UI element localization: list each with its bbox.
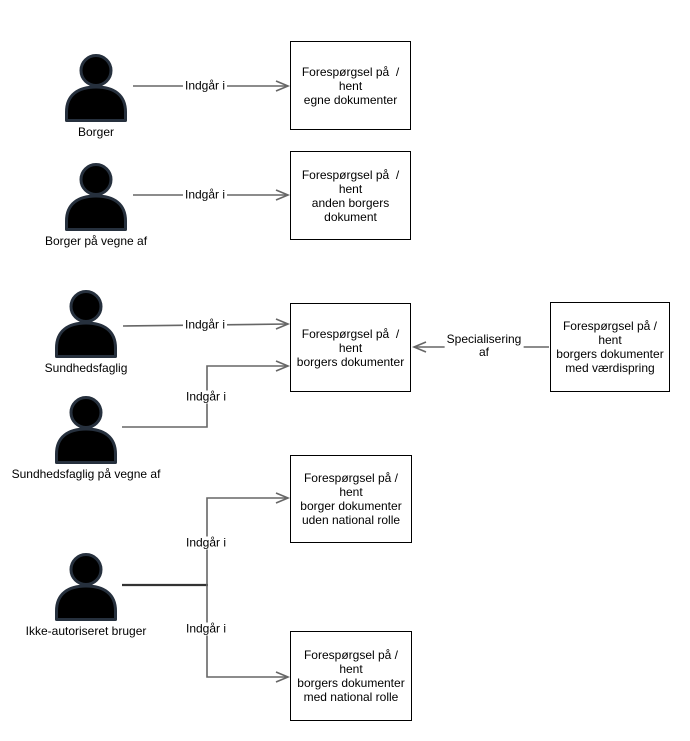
usecase-hent-anden-borgers-dokument: Forespørgsel på / hent anden borgers dok… bbox=[290, 151, 411, 240]
edge-label-indgaar-i: Indgår i bbox=[183, 535, 229, 550]
arrowhead-right-icon bbox=[275, 671, 291, 683]
edge-label-indgaar-i: Indgår i bbox=[182, 317, 228, 332]
person-icon bbox=[55, 396, 117, 464]
actor-label: Borger på vegne af bbox=[44, 234, 148, 248]
actor-sundhedsfaglig: Sundhedsfaglig bbox=[45, 288, 127, 375]
person-icon bbox=[55, 553, 117, 621]
arrowhead-right-icon bbox=[275, 318, 291, 330]
arrowhead-right-icon bbox=[275, 360, 291, 372]
person-icon bbox=[65, 54, 127, 122]
edge-ikke-autoriseret-branches bbox=[206, 492, 291, 683]
actor-label: Ikke-autoriseret bruger bbox=[25, 624, 147, 638]
edge-label-indgaar-i: Indgår i bbox=[182, 78, 228, 93]
arrowhead-right-icon bbox=[275, 80, 291, 92]
edge-label-indgaar-i: Indgår i bbox=[183, 389, 229, 404]
edge-label-indgaar-i: Indgår i bbox=[182, 187, 228, 202]
usecase-hent-egne-dokumenter: Forespørgsel på / hent egne dokumenter bbox=[290, 41, 411, 130]
edge-label-specialisering-af: Specialisering af bbox=[444, 332, 524, 359]
arrowhead-right-icon bbox=[275, 189, 291, 201]
actor-sundhedsfaglig-paa-vegne-af: Sundhedsfaglig på vegne af bbox=[12, 394, 160, 481]
person-icon bbox=[65, 163, 127, 231]
usecase-hent-borger-dokumenter-uden-national-rolle: Forespørgsel på / hent borger dokumenter… bbox=[290, 455, 412, 543]
actor-label: Sundhedsfaglig på vegne af bbox=[11, 467, 161, 481]
usecase-hent-borgers-dokumenter-med-national-rolle: Forespørgsel på / hent borgers dokumente… bbox=[290, 631, 412, 721]
actor-ikke-autoriseret-bruger: Ikke-autoriseret bruger bbox=[26, 551, 146, 638]
actor-label: Borger bbox=[77, 125, 115, 139]
actor-borger-paa-vegne-af: Borger på vegne af bbox=[45, 161, 147, 248]
edge-label-indgaar-i: Indgår i bbox=[183, 621, 229, 636]
usecase-hent-borgers-dokumenter-med-vaerdispring: Forespørgsel på / hent borgers dokumente… bbox=[550, 302, 670, 392]
actor-label: Sundhedsfaglig bbox=[44, 361, 128, 375]
person-icon bbox=[55, 290, 117, 358]
usecase-hent-borgers-dokumenter: Forespørgsel på / hent borgers dokumente… bbox=[290, 303, 411, 392]
arrowhead-left-icon bbox=[411, 341, 427, 353]
arrowhead-right-icon bbox=[275, 492, 291, 504]
actor-borger: Borger bbox=[62, 52, 130, 139]
